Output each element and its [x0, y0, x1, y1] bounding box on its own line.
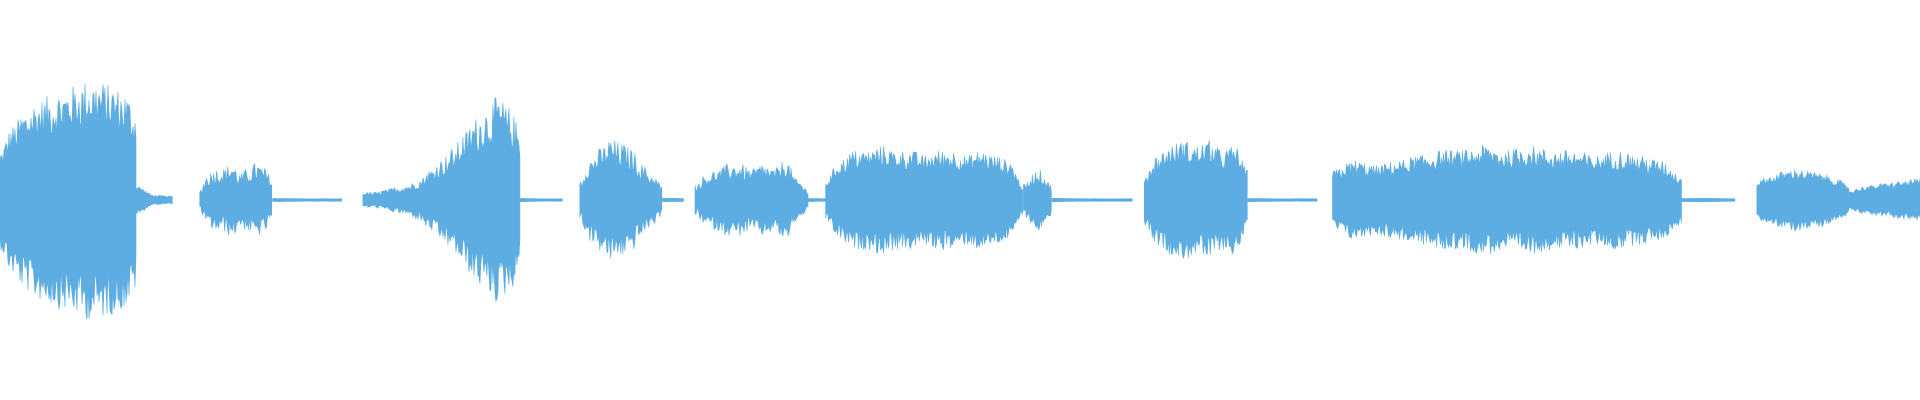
waveform-segments — [0, 83, 1920, 320]
waveform-segment-15 — [1247, 197, 1318, 203]
waveform-segment-14 — [1144, 140, 1248, 259]
waveform-segment-18 — [1756, 169, 1850, 232]
waveform-segment-1 — [0, 83, 137, 320]
waveform-segment-9 — [694, 161, 809, 237]
waveform-segment-17 — [1681, 197, 1736, 203]
waveform-segment-19 — [1848, 177, 1920, 221]
waveform-segment-6 — [520, 198, 563, 203]
waveform-segment-5 — [362, 97, 521, 303]
waveform-segment-13 — [1051, 197, 1133, 203]
waveform-segment-8 — [662, 197, 684, 203]
waveform-segment-4 — [272, 197, 342, 203]
waveform-segment-16 — [1332, 145, 1682, 254]
waveform-segment-10 — [808, 197, 826, 203]
waveform-segment-7 — [579, 140, 663, 259]
waveform-segment-11 — [825, 145, 1023, 254]
waveform-segment-2 — [136, 186, 173, 214]
waveform-segment-3 — [199, 162, 272, 236]
waveform-segment-12 — [1023, 170, 1052, 231]
